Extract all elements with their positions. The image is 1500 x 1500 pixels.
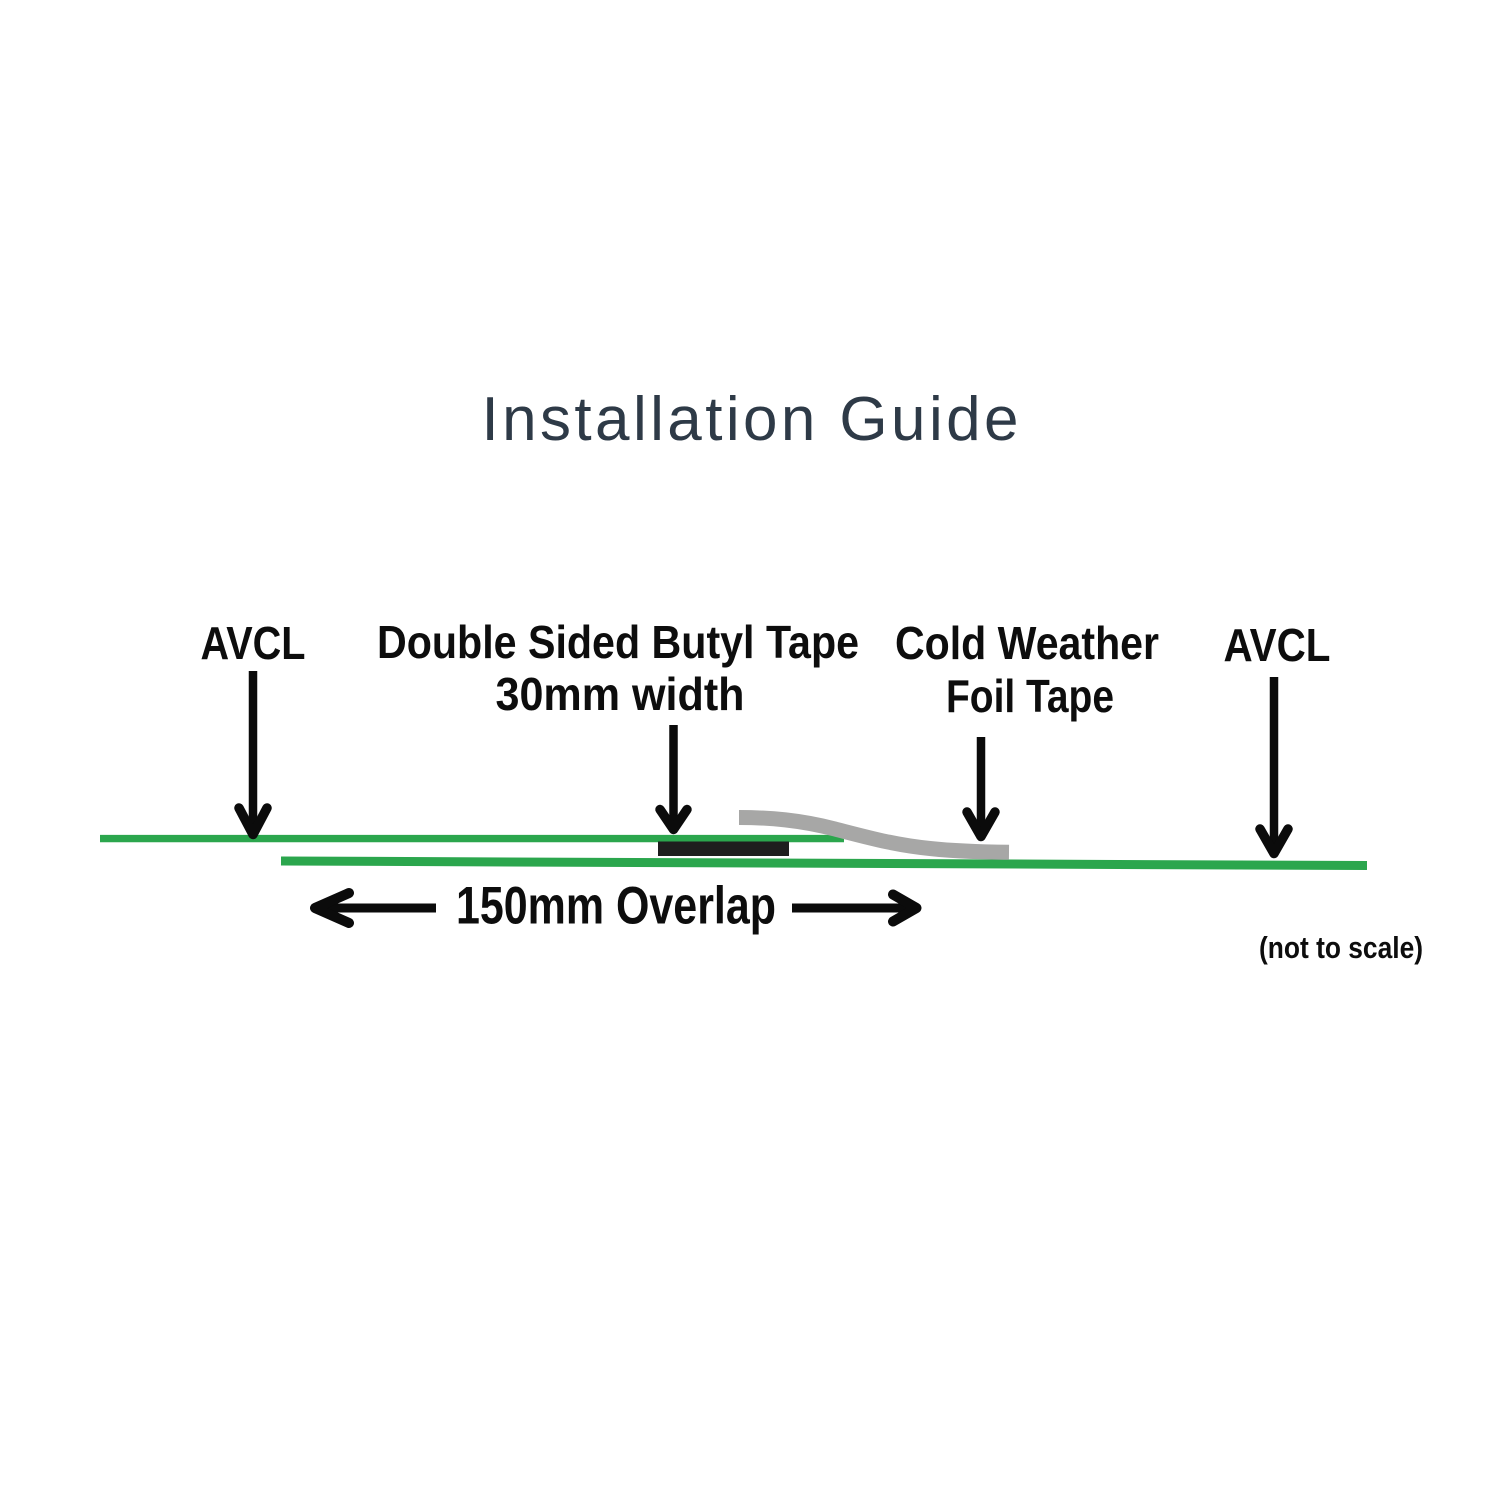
svg-text:AVCL: AVCL [201, 617, 306, 669]
svg-text:Installation Guide: Installation Guide [482, 385, 1019, 454]
svg-text:Cold Weather: Cold Weather [895, 617, 1159, 669]
svg-text:30mm width: 30mm width [496, 668, 745, 720]
svg-text:150mm Overlap: 150mm Overlap [456, 877, 776, 936]
svg-text:AVCL: AVCL [1224, 619, 1331, 671]
svg-text:Double Sided Butyl Tape: Double Sided Butyl Tape [377, 616, 859, 668]
svg-text:(not to scale): (not to scale) [1259, 930, 1423, 965]
svg-text:Foil Tape: Foil Tape [946, 670, 1114, 722]
